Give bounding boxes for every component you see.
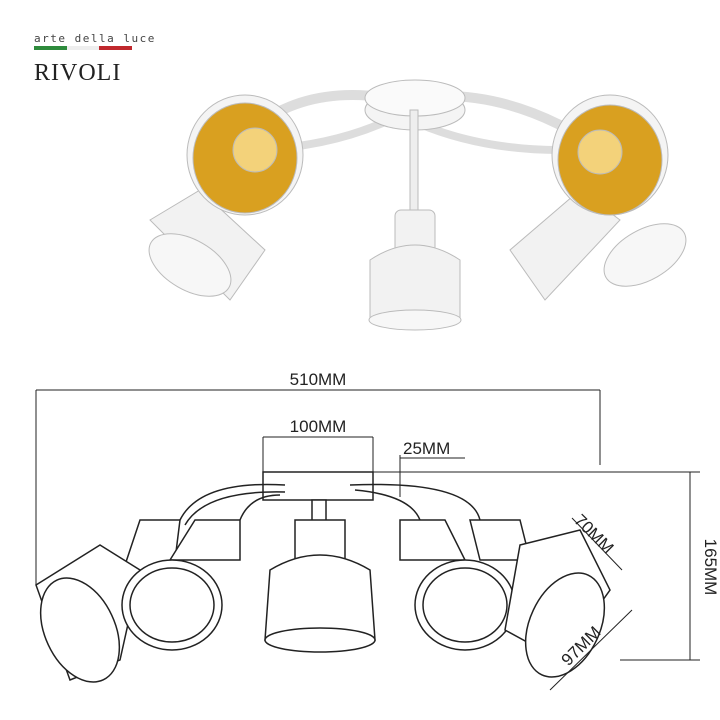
lamp-line-drawing: [35, 471, 611, 683]
dimension-lines: [35, 389, 700, 691]
lamp-render: [148, 79, 687, 331]
logo-tagline: arte della luce: [34, 32, 156, 45]
dim-total-width: 510MM: [290, 370, 347, 389]
italian-flag-stripe: [34, 46, 133, 50]
brand-logo: arte della luce RIVOLI: [34, 32, 156, 87]
dim-base-height: 25MM: [403, 439, 450, 458]
dim-total-height: 165MM: [701, 539, 720, 596]
dim-base-diameter: 100MM: [290, 417, 347, 436]
logo-brand: RIVOLI: [34, 60, 122, 86]
